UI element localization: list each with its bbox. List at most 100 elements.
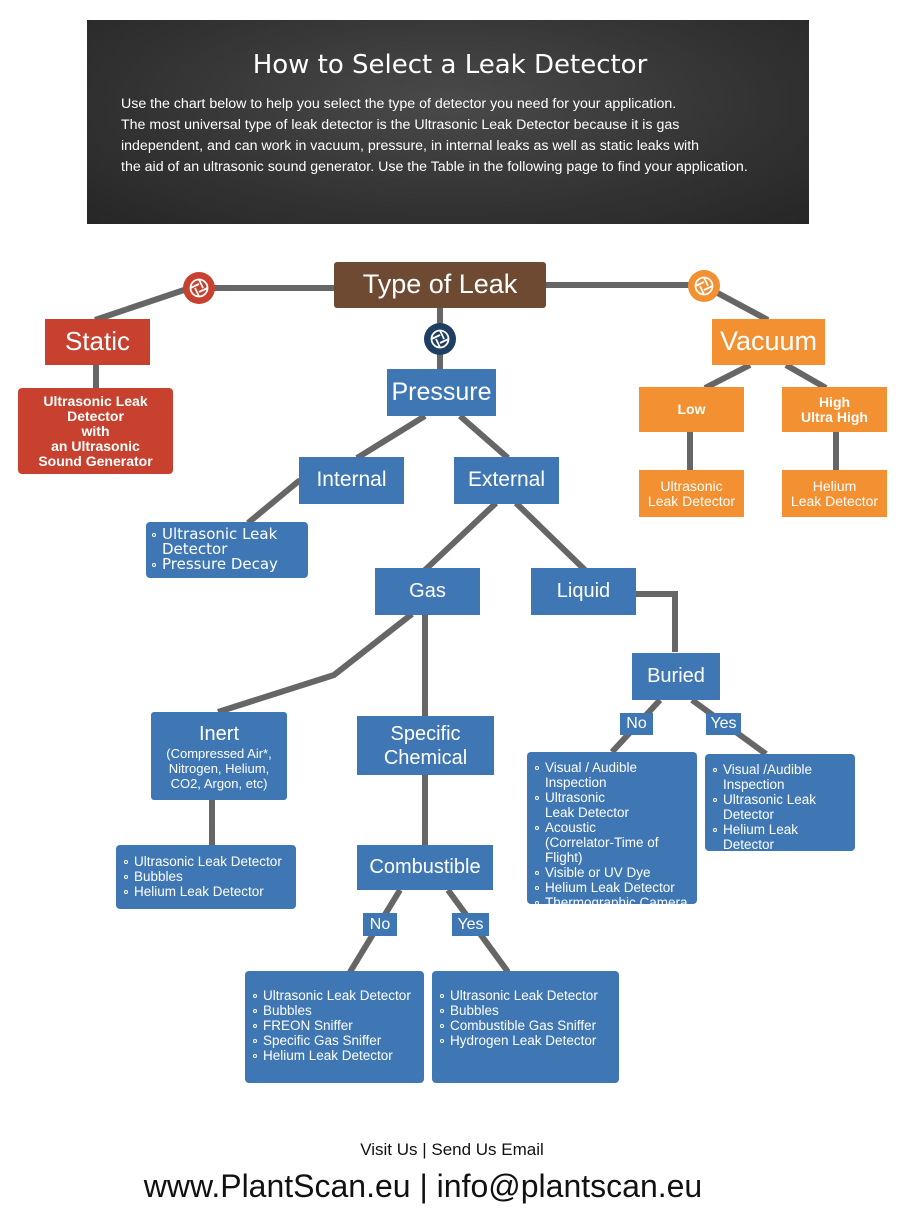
connector — [458, 413, 510, 461]
node-inert: Inert (Compressed Air*, Nitrogen, Helium… — [151, 712, 287, 800]
result-inert: Ultrasonic Leak Detector Bubbles Helium … — [116, 845, 296, 909]
result-item: Bubbles — [124, 869, 288, 884]
result-item: Bubbles — [253, 1003, 416, 1018]
node-specific-chemical: Specific Chemical — [357, 716, 494, 775]
connector — [217, 611, 414, 715]
result-text: (Correlator-Time of Flight) — [545, 835, 659, 865]
node-buried: Buried — [632, 653, 720, 700]
result-item: Ultrasonic Leak Detector — [440, 988, 611, 1003]
node-label: Inert — [198, 722, 240, 745]
result-text: Ultrasonic Leak — [162, 525, 278, 543]
result-item: Bubbles — [440, 1003, 611, 1018]
node-label: Chemical — [383, 746, 468, 769]
node-label: Ultra High — [801, 408, 868, 425]
result-item: Helium Leak Detector — [713, 822, 847, 852]
header-banner: How to Select a Leak Detector Use the ch… — [87, 20, 809, 224]
node-liquid: Liquid — [531, 568, 636, 615]
node-sub-label: CO2, Argon, etc) — [170, 775, 268, 791]
node-label: Internal — [316, 468, 387, 492]
result-item: Hydrogen Leak Detector — [440, 1033, 611, 1048]
connector — [513, 500, 588, 573]
aperture-icon-center — [424, 323, 456, 355]
result-text: Inspection — [723, 777, 785, 792]
result-text: Leak Detector — [545, 805, 630, 820]
result-text: Visual / Audible — [545, 760, 638, 775]
result-item: Ultrasonic Leak Detector — [253, 988, 416, 1003]
result-line: Leak Detector — [647, 492, 736, 509]
result-text: Detector — [162, 540, 228, 558]
node-label: Pressure — [391, 378, 492, 407]
connector — [784, 362, 828, 391]
result-item: Visible or UV Dye — [535, 865, 689, 880]
aperture-icon — [430, 329, 450, 349]
node-label: External — [467, 468, 546, 492]
result-text: Visual /Audible — [723, 762, 813, 777]
node-label: Gas — [409, 580, 446, 602]
result-item: Specific Gas Sniffer — [253, 1033, 416, 1048]
node-combustible: Combustible — [357, 845, 493, 890]
node-type-of-leak: Type of Leak — [334, 262, 546, 308]
node-sub-label: Nitrogen, Helium, — [168, 760, 270, 776]
result-line: Detector — [67, 407, 124, 424]
node-label: Low — [677, 401, 706, 418]
result-text: Detector — [723, 807, 775, 822]
label-combustible-no: No — [363, 913, 397, 936]
result-item: FREON Sniffer — [253, 1018, 416, 1033]
node-label: Combustible — [369, 856, 481, 878]
node-label: Buried — [647, 665, 705, 687]
node-label: Static — [64, 326, 131, 357]
result-text: Ultrasonic Leak — [723, 792, 817, 807]
intro-line: independent, and can work in vacuum, pre… — [121, 138, 700, 154]
connector — [636, 591, 678, 652]
label-buried-yes: Yes — [706, 713, 741, 735]
result-line: with — [81, 422, 110, 439]
result-vacuum-low: Ultrasonic Leak Detector — [639, 470, 744, 517]
node-static: Static — [45, 319, 150, 365]
aperture-icon-right — [688, 270, 720, 302]
connector — [710, 287, 770, 323]
result-combustible-no: Ultrasonic Leak Detector Bubbles FREON S… — [245, 971, 424, 1083]
result-line: an Ultrasonic — [51, 437, 140, 454]
result-item: Ultrasonic Leak Detector — [124, 854, 288, 869]
node-vacuum-high: High Ultra High — [782, 387, 887, 432]
node-gas: Gas — [375, 568, 480, 615]
aperture-icon — [189, 278, 209, 298]
connector — [94, 285, 191, 323]
result-item: Combustible Gas Sniffer — [440, 1018, 611, 1033]
label-combustible-yes: Yes — [452, 913, 489, 936]
aperture-icon-left — [183, 272, 215, 304]
node-label: Vacuum — [719, 326, 818, 357]
connector — [355, 413, 427, 461]
result-line: Ultrasonic Leak — [43, 392, 148, 409]
result-item: Helium Leak Detector — [253, 1048, 416, 1063]
footer-contact[interactable]: www.PlantScan.eu | info@plantscan.eu — [143, 1168, 703, 1204]
connector — [703, 362, 752, 391]
result-line: Ultrasonic — [660, 477, 723, 494]
result-line: Leak Detector — [790, 492, 879, 509]
result-static: Ultrasonic Leak Detector with an Ultraso… — [18, 388, 173, 474]
node-label: Specific — [390, 722, 461, 745]
footer-visit-links[interactable]: Visit Us | Send Us Email — [360, 1140, 544, 1159]
node-internal: Internal — [299, 457, 404, 504]
result-item: Helium Leak Detector — [535, 880, 689, 895]
result-item: Thermographic Camera — [535, 895, 689, 910]
intro-text: Use the chart below to help you select t… — [121, 94, 779, 178]
intro-line: The most universal type of leak detector… — [121, 117, 680, 133]
intro-line: Use the chart below to help you select t… — [121, 96, 677, 112]
result-text: Acoustic — [545, 820, 597, 835]
aperture-icon — [694, 276, 714, 296]
node-pressure: Pressure — [387, 369, 496, 416]
result-item: Acoustic(Correlator-Time of Flight) — [535, 820, 689, 865]
intro-line: the aid of an ultrasonic sound generator… — [121, 159, 748, 175]
node-label: High — [818, 393, 851, 410]
result-line: Sound Generator — [38, 452, 153, 469]
node-label: Liquid — [556, 580, 611, 602]
